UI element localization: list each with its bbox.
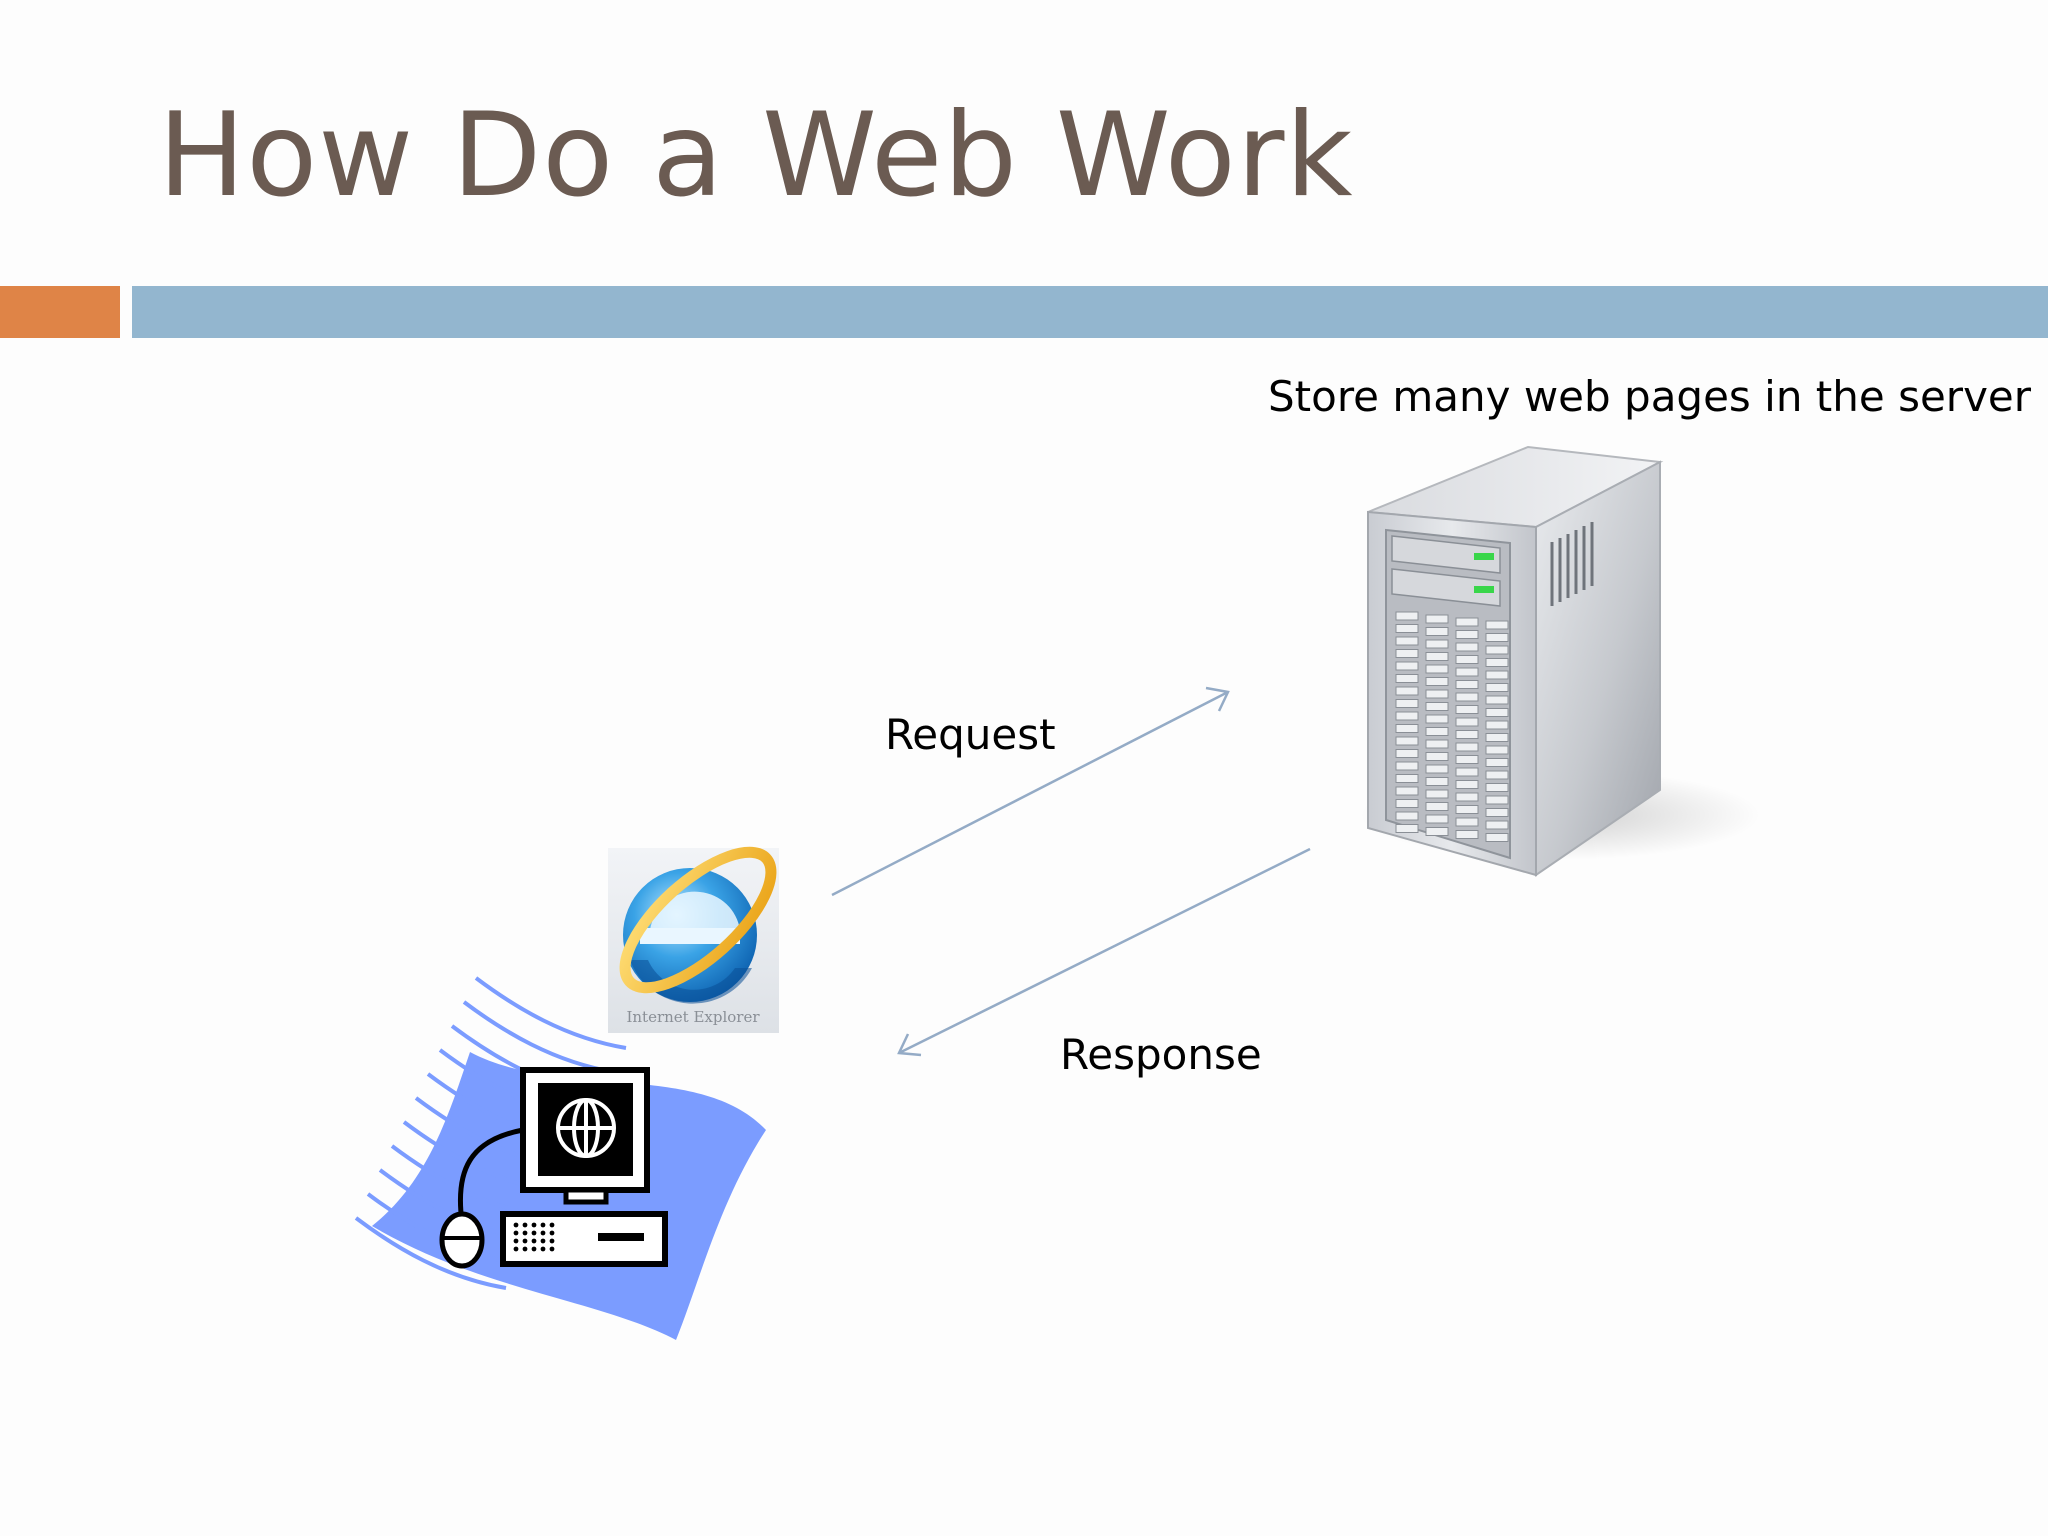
accent-bar bbox=[0, 286, 120, 338]
request-arrow bbox=[831, 686, 1230, 897]
title-divider-bar bbox=[132, 286, 2048, 338]
server-vents bbox=[1550, 522, 1594, 606]
response-label: Response bbox=[1060, 1030, 1262, 1079]
response-arrow bbox=[897, 847, 1311, 1057]
internet-explorer-icon: Internet Explorer bbox=[608, 846, 779, 1033]
request-label: Request bbox=[885, 710, 1056, 759]
slide-title: How Do a Web Work bbox=[158, 88, 1354, 223]
server-grille bbox=[1395, 611, 1509, 842]
server-caption: Store many web pages in the server bbox=[1268, 372, 2032, 421]
browser-caption: Internet Explorer bbox=[626, 1008, 760, 1026]
